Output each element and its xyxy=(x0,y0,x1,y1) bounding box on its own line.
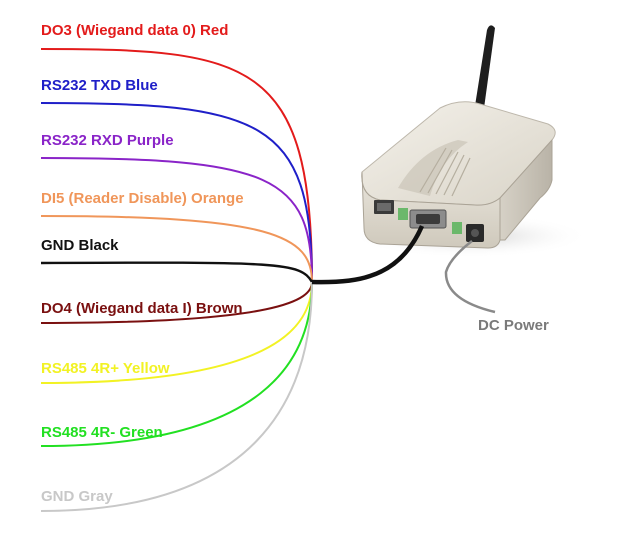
reader-controller-device xyxy=(350,25,590,258)
wire-0 xyxy=(40,48,313,283)
wire-1 xyxy=(40,102,313,283)
wire-label-6: RS485 4R+ Yellow xyxy=(41,360,170,377)
main-cable xyxy=(311,225,425,285)
wire-2 xyxy=(40,157,313,283)
wire-label-0: DO3 (Wiegand data 0) Red xyxy=(41,22,229,39)
dc-power-cable xyxy=(444,240,496,314)
wire-6 xyxy=(40,281,313,384)
dc-power-label: DC Power xyxy=(478,317,549,334)
wire-5 xyxy=(40,281,313,324)
wire-3 xyxy=(40,215,313,283)
wire-4 xyxy=(40,261,314,283)
vent-slots xyxy=(419,147,471,197)
wire-label-2: RS232 RXD Purple xyxy=(41,132,174,149)
terminal-block-right xyxy=(452,222,462,234)
wires xyxy=(40,48,314,512)
wire-label-8: GND Gray xyxy=(41,488,113,505)
wire-label-5: DO4 (Wiegand data I) Brown xyxy=(41,300,243,317)
wire-label-7: RS485 4R- Green xyxy=(41,424,163,441)
device-side xyxy=(499,138,553,241)
wire-label-3: DI5 (Reader Disable) Orange xyxy=(41,190,244,207)
terminal-block-left xyxy=(398,208,408,220)
wire-label-1: RS232 TXD Blue xyxy=(41,77,158,94)
wire-8 xyxy=(40,281,313,512)
wire-label-4: GND Black xyxy=(41,237,119,254)
device-vents xyxy=(398,140,468,196)
wire-7 xyxy=(40,281,313,447)
